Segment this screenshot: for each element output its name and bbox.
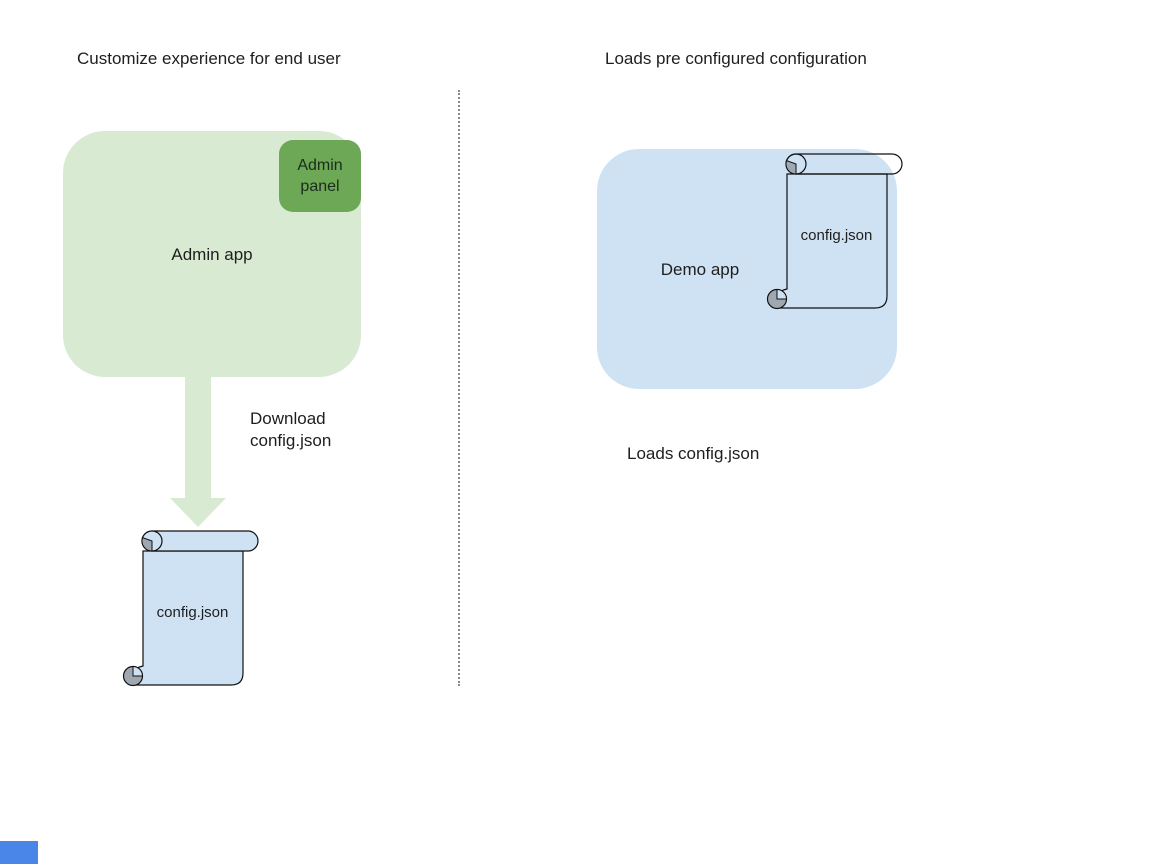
admin-panel-label: Admin panel	[297, 157, 343, 195]
admin-app-label: Admin app	[171, 245, 253, 264]
left-section-title: Customize experience for end user	[77, 49, 341, 68]
admin-panel-box: Admin panel	[279, 140, 361, 212]
download-config-label: Download config.json	[250, 409, 332, 450]
download-arrow-icon	[170, 377, 226, 527]
admin-app-box: Admin app Admin panel	[63, 131, 361, 377]
demo-app-label: Demo app	[660, 260, 740, 279]
config-file-label-left: config.json	[156, 604, 229, 621]
loads-config-caption: Loads config.json	[627, 444, 760, 463]
demo-app-box: Demo app	[597, 149, 897, 389]
config-file-scroll-left: config.json	[120, 525, 265, 695]
right-section-title: Loads pre configured configuration	[605, 49, 867, 68]
scroll-shape-icon	[766, 153, 903, 310]
corner-blue-rectangle	[0, 841, 38, 864]
scroll-shape-icon	[122, 530, 259, 687]
config-file-scroll-right: config.json	[764, 148, 909, 318]
section-divider	[458, 90, 460, 686]
config-file-label-right: config.json	[800, 227, 873, 244]
